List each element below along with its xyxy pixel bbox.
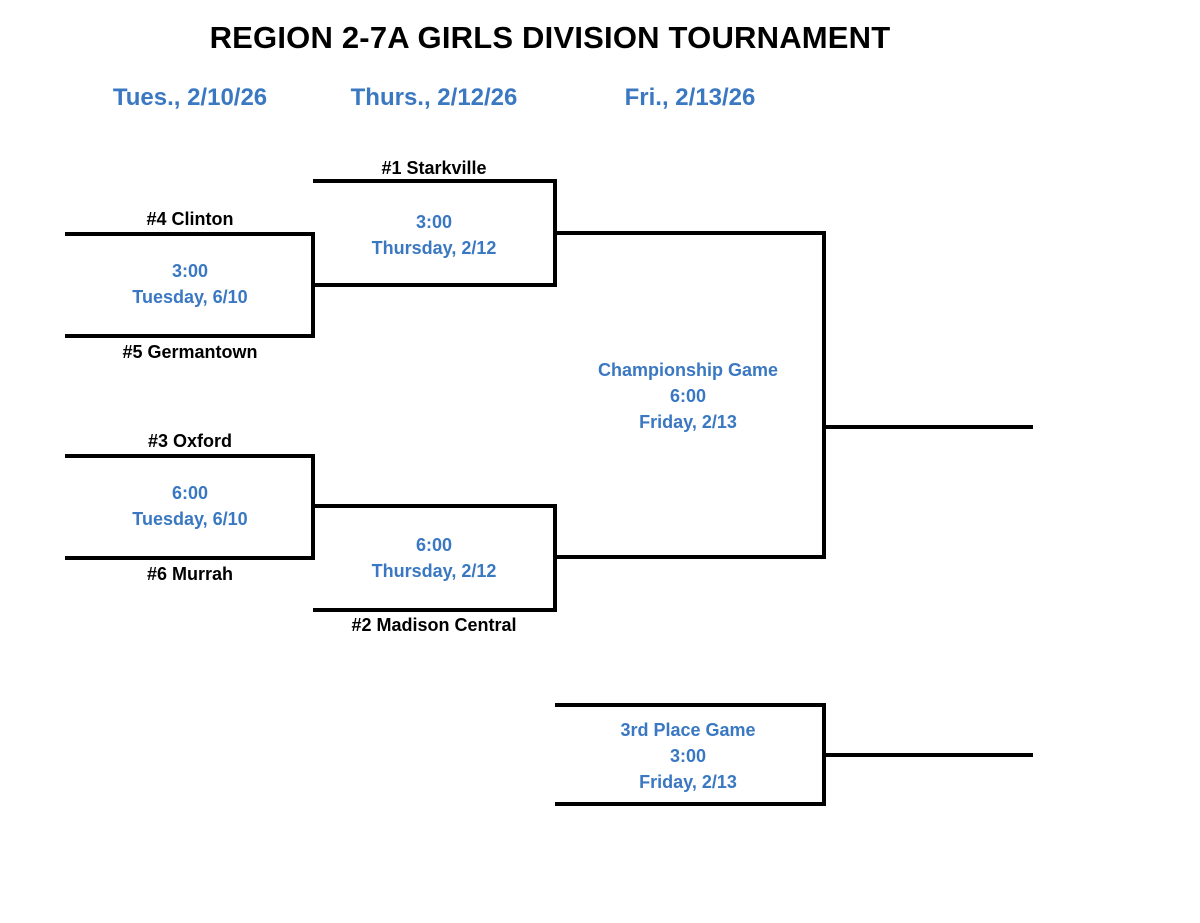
game-r1-bottom: 6:00 Tuesday, 6/10 bbox=[60, 480, 320, 532]
game-name: Championship Game bbox=[597, 360, 779, 380]
bracket-line bbox=[555, 802, 826, 806]
game-time: 3:00 bbox=[669, 746, 707, 766]
team-seed-2: #2 Madison Central bbox=[351, 615, 517, 635]
round-1-date: Tues., 2/10/26 bbox=[112, 84, 268, 111]
game-time: 6:00 bbox=[415, 535, 453, 555]
team-seed-6: #6 Murrah bbox=[146, 564, 234, 584]
game-day: Thursday, 2/12 bbox=[371, 561, 497, 581]
game-time: 3:00 bbox=[415, 212, 453, 232]
team-seed-3: #3 Oxford bbox=[147, 431, 233, 451]
game-time: 6:00 bbox=[171, 483, 209, 503]
bracket-line bbox=[313, 179, 557, 183]
team-seed-1: #1 Starkville bbox=[381, 158, 487, 178]
game-r1-top: 3:00 Tuesday, 6/10 bbox=[60, 258, 320, 310]
round-3-date: Fri., 2/13/26 bbox=[624, 84, 756, 111]
game-semi-top: 3:00 Thursday, 2/12 bbox=[304, 209, 564, 261]
bracket-line bbox=[65, 334, 315, 338]
bracket-line bbox=[65, 232, 315, 236]
game-day: Tuesday, 6/10 bbox=[132, 287, 248, 307]
bracket-line bbox=[555, 555, 826, 559]
team-seed-4: #4 Clinton bbox=[146, 209, 234, 229]
game-championship: Championship Game 6:00 Friday, 2/13 bbox=[558, 357, 818, 435]
game-time: 6:00 bbox=[669, 386, 707, 406]
bracket-line bbox=[313, 504, 557, 508]
team-seed-5: #5 Germantown bbox=[122, 342, 258, 362]
page-title: REGION 2-7A GIRLS DIVISION TOURNAMENT bbox=[209, 20, 891, 55]
bracket-line bbox=[313, 283, 557, 287]
game-day: Friday, 2/13 bbox=[639, 412, 737, 432]
game-day: Thursday, 2/12 bbox=[371, 238, 497, 258]
bracket-line bbox=[555, 703, 826, 707]
bracket-line bbox=[313, 608, 557, 612]
game-third-place: 3rd Place Game 3:00 Friday, 2/13 bbox=[558, 717, 818, 795]
game-name: 3rd Place Game bbox=[620, 720, 756, 740]
bracket-line bbox=[555, 231, 826, 235]
round-2-date: Thurs., 2/12/26 bbox=[350, 84, 518, 111]
game-day: Friday, 2/13 bbox=[639, 772, 737, 792]
champion-line bbox=[822, 425, 1033, 429]
bracket-line bbox=[65, 556, 315, 560]
game-semi-bottom: 6:00 Thursday, 2/12 bbox=[304, 532, 564, 584]
third-place-line bbox=[822, 753, 1033, 757]
game-day: Tuesday, 6/10 bbox=[132, 509, 248, 529]
bracket-line bbox=[65, 454, 315, 458]
game-time: 3:00 bbox=[171, 261, 209, 281]
bracket-line bbox=[822, 231, 826, 559]
